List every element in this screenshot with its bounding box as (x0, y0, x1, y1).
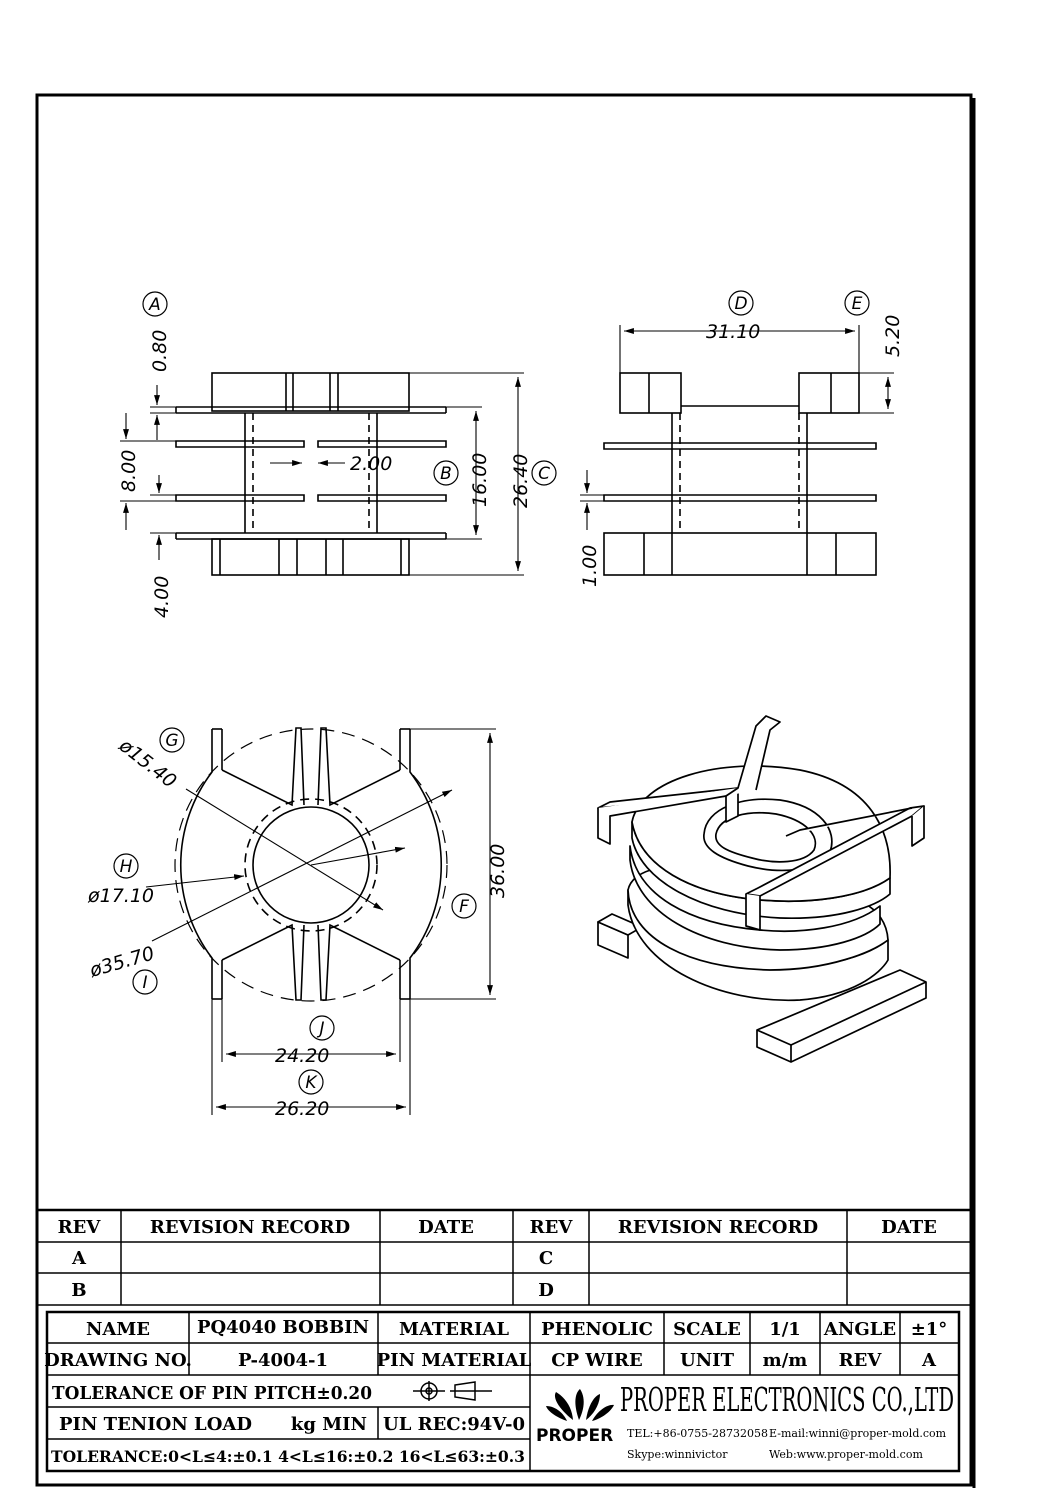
revision-table (37, 1208, 971, 1306)
side-view-dimension-text: 31.10 5.20 1.00 (579, 315, 904, 587)
material-label: MATERIAL (399, 1319, 509, 1340)
pin-tension-label: PIN TENION LOAD (59, 1414, 252, 1435)
svg-text:D: D (734, 294, 747, 314)
svg-text:C: C (539, 1248, 553, 1269)
front-view (175, 372, 447, 576)
general-tolerance: TOLERANCE:0<L≤4:±0.1 4<L≤16:±0.2 16<L≤63… (51, 1447, 525, 1466)
unit-label: UNIT (680, 1350, 735, 1371)
dim-36-00: 36.00 (487, 844, 509, 898)
svg-text:J: J (316, 1019, 324, 1039)
scale-value: 1/1 (769, 1319, 801, 1340)
material-value: PHENOLIC (541, 1319, 653, 1340)
dim-5-20: 5.20 (882, 315, 904, 357)
svg-text:DATE: DATE (418, 1217, 474, 1238)
svg-text:REV: REV (58, 1217, 102, 1238)
dim-2-00: 2.00 (350, 453, 392, 475)
company-skype: Skype:winnivictor (627, 1448, 728, 1461)
callouts (113, 290, 870, 1095)
side-view-dimensions (580, 325, 894, 530)
svg-text:E: E (852, 294, 863, 314)
svg-text:DATE: DATE (881, 1217, 937, 1238)
name-label: NAME (86, 1319, 150, 1340)
callout-labels: A B C D E F G H I J K (120, 294, 863, 1093)
drawing-border (35, 93, 976, 1488)
rev-value: A (921, 1350, 937, 1371)
dim-4-00: 4.00 (151, 576, 173, 618)
company-tel: TEL:+86-0755-28732058 (627, 1427, 768, 1440)
svg-text:F: F (459, 897, 469, 917)
revision-table-text: REV REVISION RECORD DATE REV REVISION RE… (58, 1217, 937, 1301)
svg-text:A: A (71, 1248, 87, 1269)
pin-material-label: PIN MATERIAL (377, 1350, 532, 1371)
front-view-dimension-text: 0.80 8.00 4.00 2.00 16.00 26.40 (118, 330, 532, 618)
dim-16-00: 16.00 (469, 453, 491, 507)
svg-text:B: B (440, 464, 452, 484)
dim-8-00: 8.00 (118, 450, 140, 492)
company-name: PROPER ELECTRONICS CO.,LTD (620, 1380, 954, 1419)
company-web: Web:www.proper-mold.com (769, 1448, 923, 1461)
company-block-text: PROPER PROPER ELECTRONICS CO.,LTD TEL:+8… (536, 1380, 954, 1461)
rev-label: REV (839, 1350, 883, 1371)
angle-value: ±1° (911, 1319, 948, 1340)
company-logo-icon (546, 1389, 614, 1421)
scale-label: SCALE (673, 1319, 741, 1340)
name-value: PQ4040 BOBBIN (197, 1317, 369, 1338)
isometric-view (597, 715, 927, 1063)
title-block-text: NAME PQ4040 BOBBIN MATERIAL PHENOLIC SCA… (44, 1317, 947, 1466)
dim-24-20: 24.20 (275, 1045, 329, 1067)
dim-26-20: 26.20 (275, 1098, 329, 1120)
svg-text:K: K (305, 1073, 318, 1093)
svg-text:REVISION RECORD: REVISION RECORD (618, 1217, 818, 1238)
title-block (45, 1310, 961, 1473)
top-view-dimension-text: ø15.40 ø17.10 ø35.70 36.00 24.20 26.20 (86, 734, 509, 1120)
company-email: E-mail:winni@proper-mold.com (769, 1427, 947, 1440)
dim-26-40: 26.40 (510, 454, 532, 508)
svg-text:C: C (538, 464, 550, 484)
svg-text:B: B (71, 1280, 86, 1301)
svg-text:D: D (538, 1280, 554, 1301)
side-view (603, 372, 877, 576)
dim-31-10: 31.10 (706, 321, 760, 343)
logo-text: PROPER (536, 1426, 613, 1446)
svg-text:I: I (142, 973, 147, 993)
top-view-dimensions (145, 728, 496, 1115)
angle-label: ANGLE (823, 1319, 896, 1340)
drawing-no-value: P-4004-1 (238, 1350, 328, 1371)
dim-0-80: 0.80 (149, 330, 171, 372)
pin-pitch-tolerance: TOLERANCE OF PIN PITCH±0.20 (52, 1383, 372, 1404)
dim-1-00: 1.00 (579, 545, 601, 587)
svg-text:A: A (148, 295, 161, 315)
svg-text:H: H (120, 857, 133, 877)
unit-value: m/m (763, 1350, 808, 1371)
svg-text:G: G (165, 731, 178, 751)
svg-text:REVISION RECORD: REVISION RECORD (150, 1217, 350, 1238)
dim-dia-17-10: ø17.10 (87, 885, 154, 907)
ul-rating: UL REC:94V-0 (383, 1414, 525, 1435)
drawing-no-label: DRAWING NO. (44, 1350, 192, 1371)
top-view (174, 727, 448, 1002)
svg-text:REV: REV (530, 1217, 574, 1238)
front-view-dimensions (120, 372, 524, 576)
pin-material-value: CP WIRE (551, 1350, 642, 1371)
pin-tension-unit: kg MIN (291, 1414, 367, 1435)
